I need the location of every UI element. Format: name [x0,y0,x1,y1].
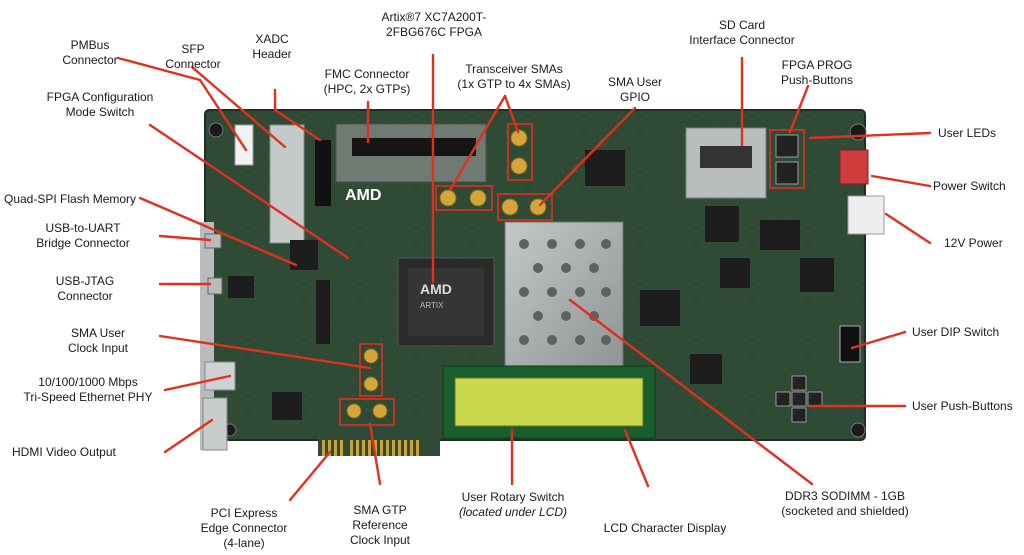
label-transceiver-line1: Transceiver SMAs [465,62,563,76]
label-fmc-line1: FMC Connector [324,67,410,81]
label-fpga-line2: 2FBG676C FPGA [385,25,483,39]
label-12v-power: 12V Power [944,236,1003,251]
label-rotary-line2: (located under LCD) [458,505,568,519]
label-fpga-line1: Artix®7 XC7A200T- [381,10,487,24]
label-fpga-config-line1: FPGA Configuration [46,90,154,104]
label-xadc-line1: XADC [255,32,289,46]
label-fmc-line2: (HPC, 2x GTPs) [323,82,411,96]
label-rotary-line1: User Rotary Switch [461,490,565,504]
label-fpga-prog: FPGA PROG Push-Buttons [775,58,859,88]
label-ethernet: 10/100/1000 Mbps Tri-Speed Ethernet PHY [18,375,158,405]
label-fpga: Artix®7 XC7A200T- 2FBG676C FPGA [372,10,496,40]
misc-chips [228,150,834,420]
lcd-display [442,365,656,439]
label-xadc: XADC Header [242,32,302,62]
fpga-logo-sub: ARTIX [420,301,444,310]
label-lcd-line1: LCD Character Display [603,521,727,535]
label-pci-line2: Edge Connector [200,521,288,535]
label-sma-user-clock: SMA User Clock Input [58,326,138,356]
label-sma-gtp: SMA GTP Reference Clock Input [340,503,420,548]
label-ddr3: DDR3 SODIMM - 1GB (socketed and shielded… [770,489,920,519]
label-hdmi: HDMI Video Output [12,445,116,460]
label-user-leds-line1: User LEDs [938,126,997,140]
label-fpga-prog-line1: FPGA PROG [781,58,853,72]
label-fmc: FMC Connector (HPC, 2x GTPs) [312,67,422,97]
transceiver-sma-group [439,129,547,216]
label-sd-card-line1: SD Card [718,18,765,32]
label-sfp-line1: SFP [181,42,205,56]
label-transceiver: Transceiver SMAs (1x GTP to 4x SMAs) [452,62,576,92]
label-user-push: User Push-Buttons [912,399,1013,414]
label-usb-jtag: USB-JTAG Connector [48,274,122,304]
label-sma-user-clock-line1: SMA User [70,326,125,340]
label-sma-gtp-line3: Clock Input [349,533,411,547]
label-ethernet-line1: 10/100/1000 Mbps [38,375,138,389]
label-quad-spi: Quad-SPI Flash Memory [4,192,136,207]
label-pmbus-line2: Connector [62,53,118,67]
label-lcd: LCD Character Display [595,521,735,536]
label-ddr3-line1: DDR3 SODIMM - 1GB [784,489,905,503]
fpga-chip: AMD ARTIX [397,257,495,347]
push-buttons [775,375,823,423]
power-connector [847,195,885,235]
label-fpga-config-line2: Mode Switch [65,105,135,119]
label-quad-spi-line1: Quad-SPI Flash Memory [4,192,137,206]
xadc-header [315,140,331,206]
label-pci-line1: PCI Express [210,506,278,520]
power-switch [839,149,869,185]
label-sma-gtp-line2: Reference [352,518,408,532]
label-sma-user-gpio-line1: SMA User [607,75,662,89]
prog-buttons [775,134,799,185]
label-usb-uart-line1: USB-to-UART [45,221,121,235]
sma-clock-group [346,348,388,419]
board-logo: AMD [345,187,381,204]
leader-lines [116,53,932,502]
label-sd-card: SD Card Interface Connector [680,18,804,48]
label-ddr3-line2: (socketed and shielded) [781,504,909,518]
label-rotary: User Rotary Switch (located under LCD) [448,490,578,520]
sd-card-slot [685,127,767,199]
label-xadc-line2: Header [252,47,292,61]
label-pmbus-line1: PMBus [70,38,110,52]
highlight-boxes [339,123,805,426]
label-usb-uart: USB-to-UART Bridge Connector [28,221,138,251]
dip-switch [839,325,861,363]
label-sma-user-clock-line2: Clock Input [67,341,129,355]
io-bracket [200,222,236,451]
label-power-switch: Power Switch [933,179,1006,194]
label-usb-uart-line2: Bridge Connector [36,236,130,250]
label-ethernet-line2: Tri-Speed Ethernet PHY [23,390,153,404]
label-usb-jtag-line1: USB-JTAG [55,274,115,288]
label-usb-jtag-line2: Connector [57,289,113,303]
label-sma-gtp-line1: SMA GTP [353,503,407,517]
label-sfp: SFP Connector [158,42,228,72]
label-fpga-config: FPGA Configuration Mode Switch [38,90,162,120]
label-transceiver-line2: (1x GTP to 4x SMAs) [457,77,571,91]
label-sd-card-line2: Interface Connector [689,33,795,47]
label-12v-power-line1: 12V Power [944,236,1003,250]
label-fpga-prog-line2: Push-Buttons [780,73,854,87]
fmc-connector [335,123,487,183]
label-hdmi-line1: HDMI Video Output [12,445,116,459]
fpga-logo: AMD [420,281,452,297]
label-pmbus: PMBus Connector [55,38,125,68]
ddr3-heatsink [504,221,624,373]
label-pci-line3: (4-lane) [223,536,265,550]
label-user-leds: User LEDs [938,126,996,141]
label-user-dip: User DIP Switch [912,325,999,340]
label-power-switch-line1: Power Switch [933,179,1006,193]
label-sma-user-gpio-line2: GPIO [619,90,650,104]
label-pci: PCI Express Edge Connector (4-lane) [196,506,292,551]
label-sma-user-gpio: SMA User GPIO [603,75,667,105]
label-sfp-line2: Connector [165,57,221,71]
label-user-dip-line1: User DIP Switch [912,325,1000,339]
label-user-push-line1: User Push-Buttons [912,399,1013,413]
